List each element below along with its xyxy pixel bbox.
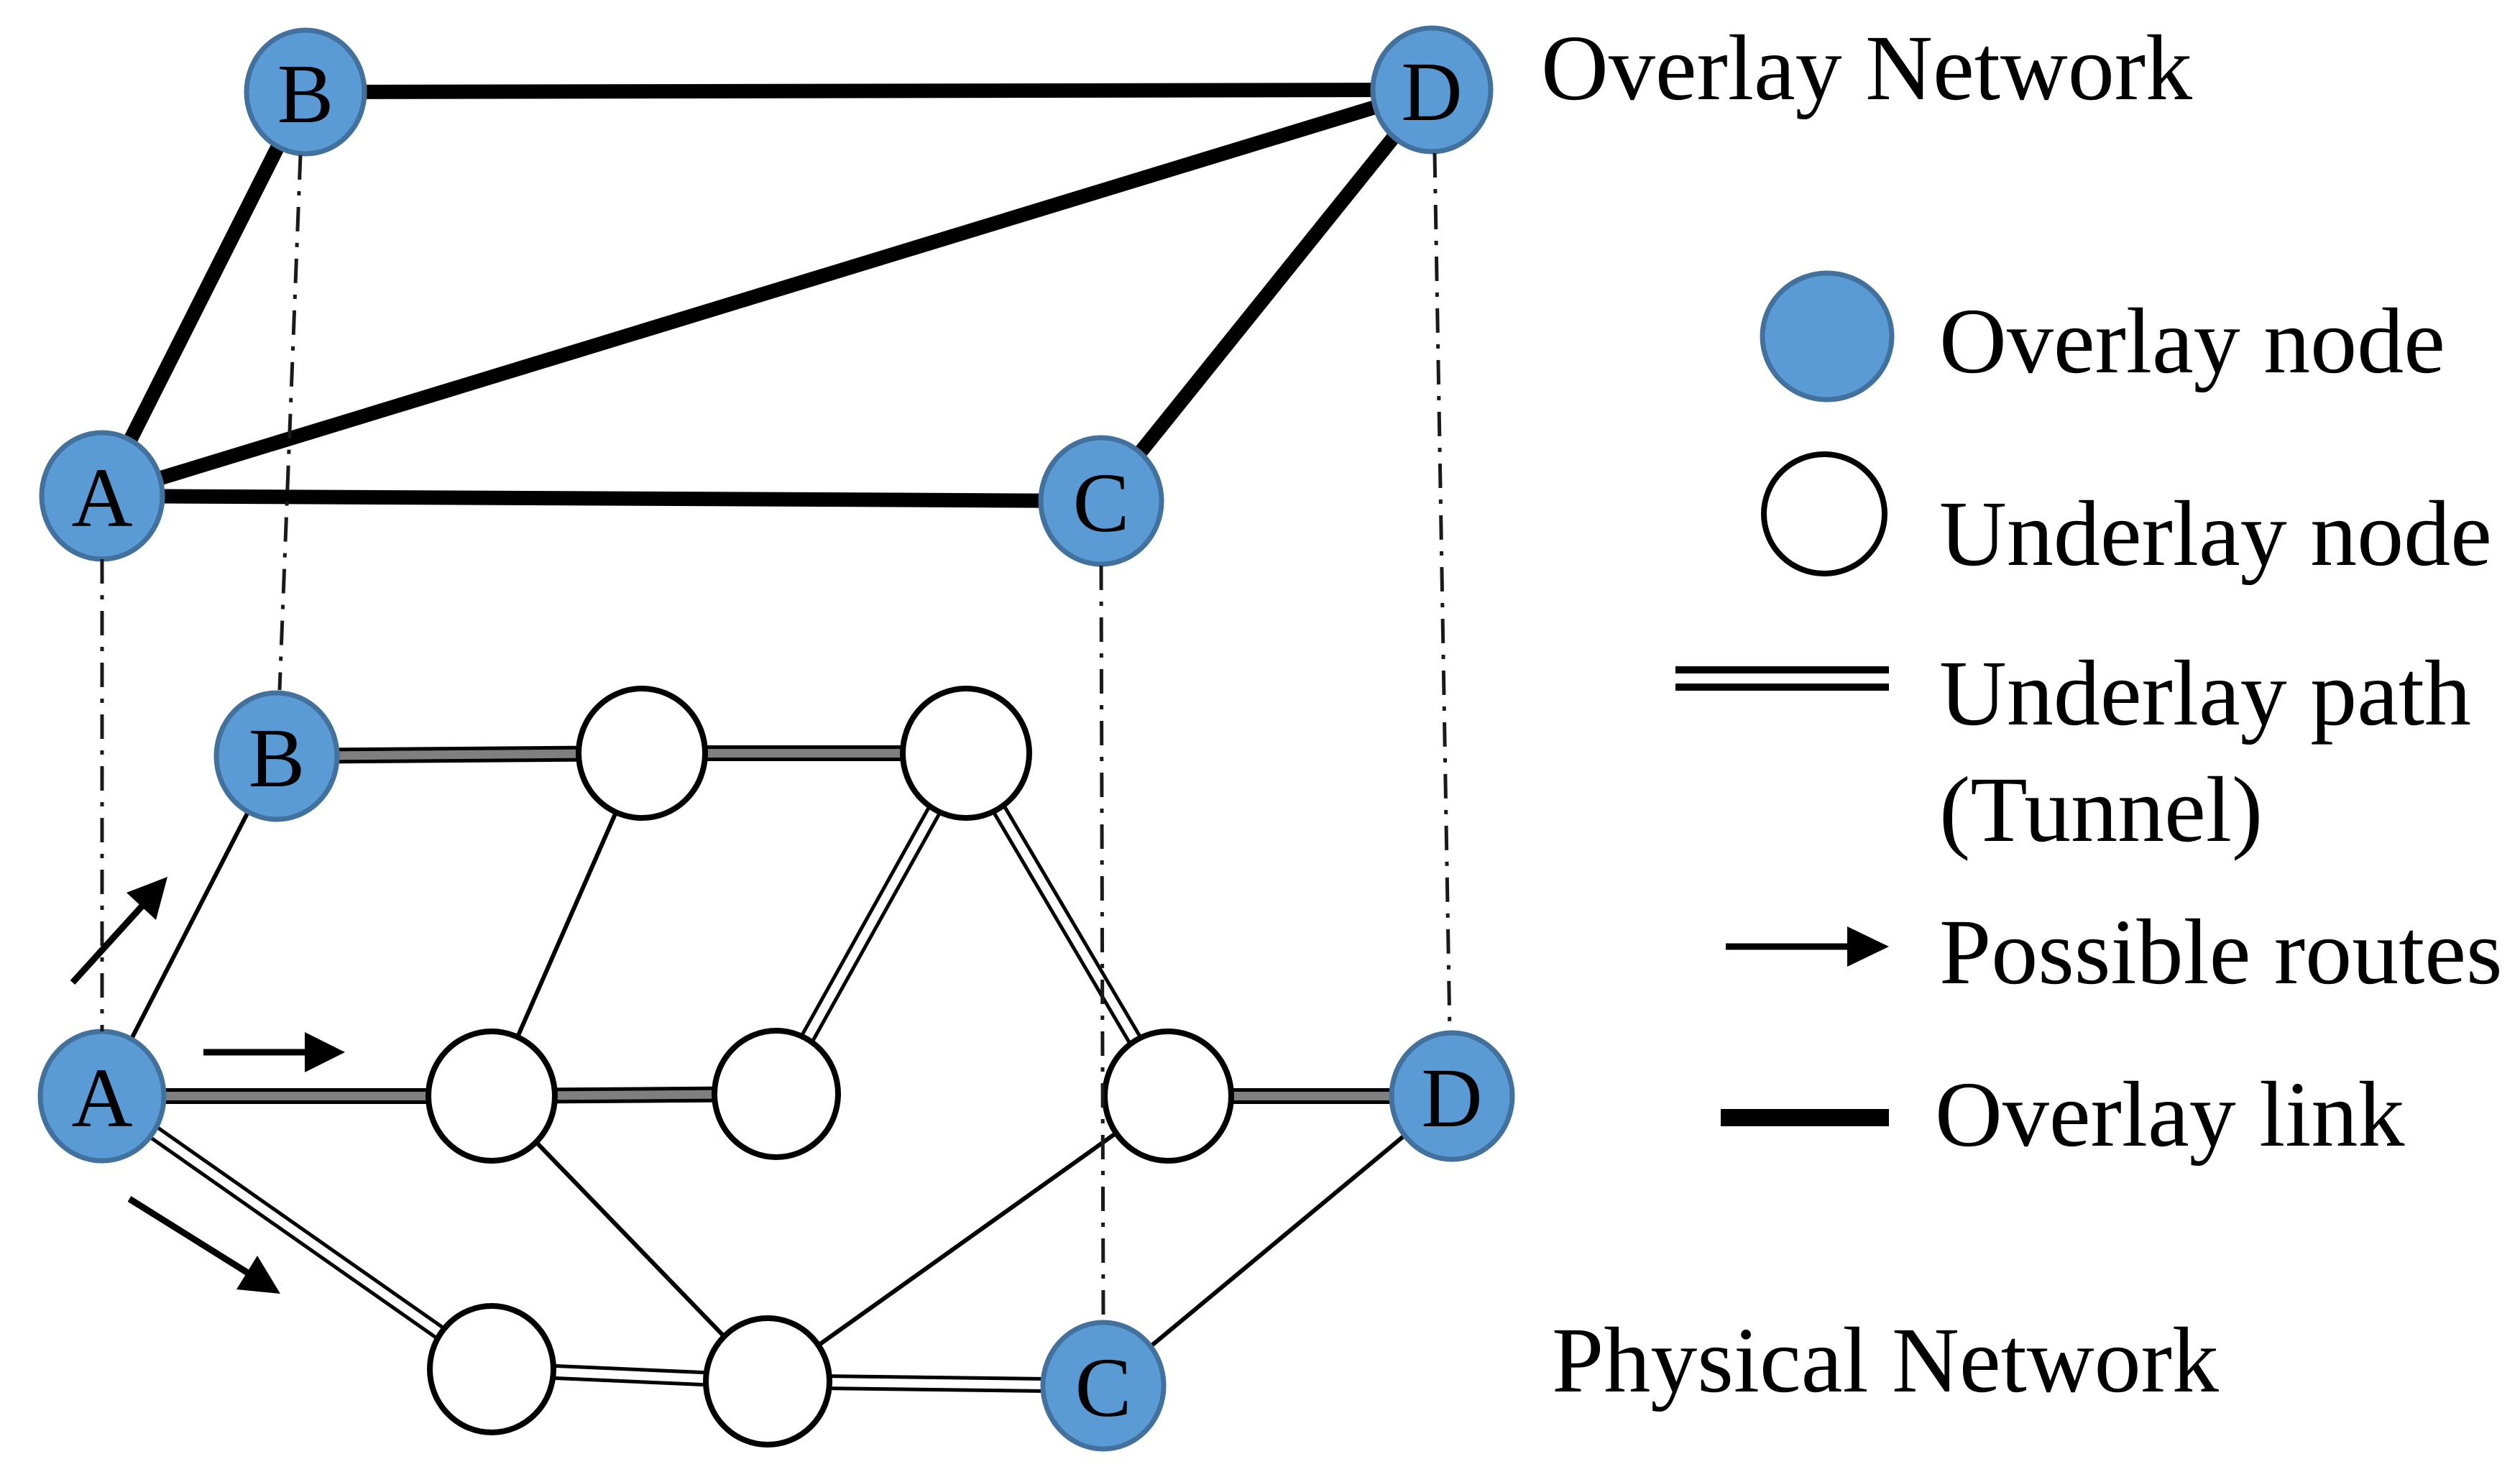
- overlay-node-b-label: B: [277, 47, 334, 141]
- physical-node-c: C: [1040, 1320, 1167, 1452]
- route-arrows: [70, 877, 345, 1294]
- physical-node-a-label: A: [71, 1051, 132, 1145]
- route-arrow-up-right: [70, 877, 167, 985]
- physical-node-b: B: [213, 690, 340, 822]
- physical-network-title: Physical Network: [1552, 1309, 2219, 1412]
- underlay-node-4: [712, 1028, 841, 1160]
- overlay-node-d-label: D: [1401, 45, 1462, 139]
- arrowhead-icon: [127, 877, 167, 920]
- legend-underlay-path-label-line1: Underlay path: [1939, 642, 2471, 745]
- overlay-node-symbol: [1760, 270, 1895, 402]
- overlay-node-b-circle: [244, 27, 367, 157]
- legend-underlay-path-label-line2: (Tunnel): [1939, 758, 2263, 862]
- overlay-node-a: A: [39, 430, 165, 562]
- legend-item-overlay-link: Overlay link: [1721, 1063, 2404, 1167]
- overlay-node-a-label: A: [71, 451, 132, 545]
- overlay-link-c-d: [1094, 83, 1439, 508]
- arrowhead-icon: [1847, 926, 1889, 967]
- overlay-node-c-label: C: [1073, 456, 1130, 550]
- legend-item-underlay-node: Underlay node: [1761, 451, 2492, 586]
- physical-node-d-label: D: [1421, 1051, 1482, 1145]
- overlay-node-b: B: [244, 27, 367, 157]
- overlay-node-d-circle: [1370, 25, 1494, 155]
- legend-possible-routes-label: Possible routes: [1939, 901, 2503, 1004]
- legend-overlay-link-label: Overlay link: [1935, 1063, 2404, 1167]
- overlay-node-c-circle: [1038, 435, 1164, 567]
- overlay-links: [95, 83, 1439, 508]
- overlay-link-b-d: [298, 83, 1439, 99]
- physical-node-a: A: [37, 1029, 167, 1164]
- overlay-link-a-d: [95, 83, 1439, 503]
- mapping-line-b: [277, 155, 303, 691]
- underlay-node-6: [427, 1303, 556, 1435]
- physical-node-b-circle: [213, 690, 340, 822]
- tunnel-a-u6: [97, 1089, 497, 1376]
- underlay-node-5: [1102, 1029, 1234, 1164]
- physical-node-d: D: [1389, 1030, 1515, 1162]
- arrowhead-icon: [236, 1256, 280, 1294]
- overlay-link-a-c: [95, 489, 1108, 508]
- mapping-line-d: [1433, 152, 1452, 1032]
- underlay-node-1: [576, 686, 708, 821]
- arrowhead-icon: [305, 1032, 345, 1072]
- physical-node-d-circle: [1389, 1030, 1515, 1162]
- legend-item-overlay-node: Overlay node: [1760, 270, 2445, 402]
- legend-item-possible-routes: Possible routes: [1726, 901, 2503, 1004]
- underlay-node-symbol: [1761, 451, 1887, 576]
- overlay-network-title: Overlay Network: [1541, 17, 2192, 120]
- legend-overlay-node-label: Overlay node: [1939, 290, 2445, 393]
- legend: Overlay node Underlay node Underlay path…: [1675, 270, 2503, 1167]
- physical-nodes: A B C D: [37, 686, 1515, 1452]
- underlay-node-7: [703, 1315, 832, 1448]
- route-arrow-down-right: [127, 1196, 280, 1294]
- legend-item-underlay-path: Underlay path (Tunnel): [1675, 642, 2471, 862]
- physical-node-c-label: C: [1075, 1340, 1132, 1435]
- route-arrow-right: [203, 1032, 345, 1072]
- mapping-lines: [100, 152, 1452, 1322]
- mapping-line-c: [1099, 565, 1105, 1322]
- overlay-node-c: C: [1038, 435, 1164, 567]
- legend-underlay-node-label: Underlay node: [1939, 482, 2492, 586]
- underlay-node-3: [426, 1029, 558, 1164]
- physical-node-b-label: B: [249, 711, 305, 805]
- physical-link-c-d: [1102, 1094, 1453, 1388]
- overlay-link-a-b: [95, 85, 313, 503]
- overlay-nodes: A B C D: [39, 25, 1494, 567]
- underlay-node-2: [900, 686, 1032, 821]
- overlay-node-d: D: [1370, 25, 1494, 155]
- physical-node-c-circle: [1040, 1320, 1167, 1452]
